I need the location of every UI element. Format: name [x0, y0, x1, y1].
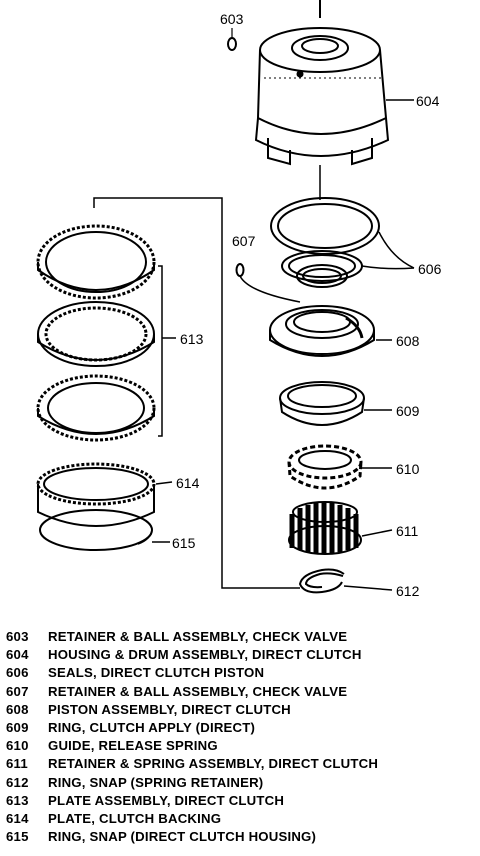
legend-description: RING, SNAP (SPRING RETAINER) [48, 774, 264, 790]
legend-number: 607 [6, 683, 29, 699]
legend-description: PLATE ASSEMBLY, DIRECT CLUTCH [48, 792, 285, 808]
legend-number: 613 [6, 792, 29, 808]
legend-item-612: 612 RING, SNAP (SPRING RETAINER) [6, 774, 476, 792]
legend-item-609: 609 RING, CLUTCH APPLY (DIRECT) [6, 719, 476, 737]
part-615-snap-ring [39, 509, 170, 551]
legend-item-614: 614 PLATE, CLUTCH BACKING [6, 810, 476, 828]
legend-item-611: 611 RETAINER & SPRING ASSEMBLY, DIRECT CL… [6, 755, 476, 773]
legend-item-615: 615 RING, SNAP (DIRECT CLUTCH HOUSING) [6, 828, 476, 846]
legend-description: RETAINER & SPRING ASSEMBLY, DIRECT CLUTC… [48, 756, 379, 772]
part-603-check-valve [227, 28, 237, 51]
part-611-spring-retainer [288, 501, 393, 555]
legend-item-604: 604 HOUSING & DRUM ASSEMBLY, DIRECT CLUTC… [6, 646, 476, 664]
legend-description: RETAINER & BALL ASSEMBLY, CHECK VALVE [48, 629, 348, 644]
legend-number: 615 [6, 829, 29, 845]
callout-613: 613 [180, 331, 204, 347]
legend-number: 610 [6, 738, 29, 754]
legend-item-606: 606 SEALS, DIRECT CLUTCH PISTON [6, 664, 476, 682]
legend-number: 611 [6, 756, 28, 772]
legend-item-608: 608 PISTON ASSEMBLY, DIRECT CLUTCH [6, 701, 476, 719]
callout-615: 615 [172, 535, 196, 551]
callout-603: 603 [220, 11, 244, 27]
part-607-check-valve [235, 263, 301, 303]
callout-612: 612 [396, 583, 420, 599]
part-613-clutch-plates [36, 224, 176, 442]
legend-description: HOUSING & DRUM ASSEMBLY, DIRECT CLUTCH [48, 647, 362, 663]
part-609-apply-ring [279, 381, 392, 426]
part-614-backing-plate [36, 462, 173, 527]
legend-description: RING, SNAP (DIRECT CLUTCH HOUSING) [48, 829, 317, 845]
legend-item-607: 607 RETAINER & BALL ASSEMBLY, CHECK VALVE [6, 683, 476, 701]
legend-number: 603 [6, 629, 29, 644]
callout-608: 608 [396, 333, 420, 349]
legend-number: 608 [6, 701, 29, 717]
callout-611: 611 [396, 523, 419, 539]
legend-description: PLATE, CLUTCH BACKING [48, 810, 222, 826]
legend-number: 609 [6, 719, 29, 735]
legend-item-613: 613 PLATE ASSEMBLY, DIRECT CLUTCH [6, 792, 476, 810]
callout-614: 614 [176, 475, 200, 491]
callout-609: 609 [396, 403, 420, 419]
legend-description: RETAINER & BALL ASSEMBLY, CHECK VALVE [48, 683, 348, 699]
legend-description: GUIDE, RELEASE SPRING [48, 738, 218, 754]
part-606-seals [270, 197, 415, 288]
legend-item-603: 603 RETAINER & BALL ASSEMBLY, CHECK VALVE [6, 628, 476, 646]
exploded-view-diagram: 603 604 606 607 608 609 610 611 612 613 … [36, 0, 442, 599]
legend-description: PISTON ASSEMBLY, DIRECT CLUTCH [48, 701, 291, 717]
part-604-housing-drum [254, 27, 414, 166]
legend-number: 612 [6, 774, 29, 790]
part-608-piston [269, 305, 392, 357]
legend-number: 606 [6, 665, 29, 681]
legend-description: RING, CLUTCH APPLY (DIRECT) [48, 719, 256, 735]
callout-610: 610 [396, 461, 420, 477]
callout-607: 607 [232, 233, 256, 249]
part-612-snap-ring [298, 568, 393, 594]
callout-604: 604 [416, 93, 440, 109]
legend-number: 614 [6, 810, 29, 826]
callout-606: 606 [418, 261, 442, 277]
legend-number: 604 [6, 647, 29, 663]
legend-description: SEALS, DIRECT CLUTCH PISTON [48, 665, 265, 681]
part-610-spring-guide [287, 444, 392, 490]
plates-bracket [93, 197, 300, 589]
legend-item-610: 610 GUIDE, RELEASE SPRING [6, 737, 476, 755]
